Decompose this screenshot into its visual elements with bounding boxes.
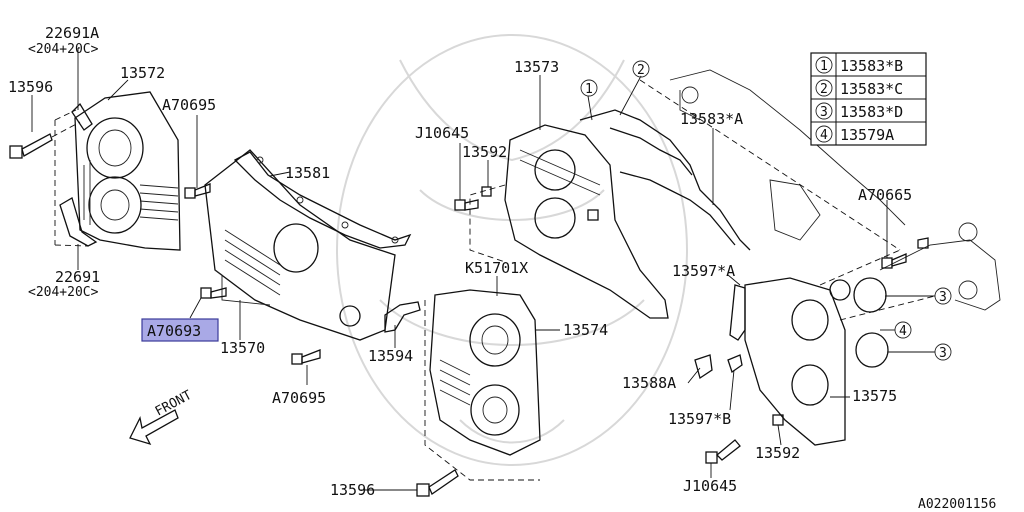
nut-13592-top <box>481 186 492 197</box>
front-arrow <box>129 409 179 446</box>
label-13596-bottom: 13596 <box>330 481 375 499</box>
svg-text:13583*B: 13583*B <box>840 57 903 75</box>
diagram-code: A022001156 <box>918 497 996 512</box>
bolt-j10645-bottom <box>705 439 741 464</box>
label-a70695-top: A70695 <box>162 96 216 114</box>
svg-text:3: 3 <box>820 105 828 120</box>
bolt-a70695-bottom <box>291 349 321 365</box>
label-13583a: 13583*A <box>680 110 743 128</box>
svg-text:1: 1 <box>820 59 828 74</box>
label-13575: 13575 <box>852 387 897 405</box>
engine-block-outline <box>639 69 906 251</box>
callout-circles: 1 2 3 4 3 <box>580 60 952 361</box>
callout-1: 1 <box>580 79 598 97</box>
callout-4: 4 <box>894 321 912 339</box>
callout-3a: 3 <box>934 287 952 305</box>
svg-text:3: 3 <box>939 346 947 361</box>
svg-text:2: 2 <box>637 63 645 78</box>
svg-text:2: 2 <box>820 82 828 97</box>
legend-row-3: 3 13583*D <box>815 102 903 121</box>
label-13573: 13573 <box>514 58 559 76</box>
label-a70665: A70665 <box>858 186 912 204</box>
label-j10645-top: J10645 <box>415 124 469 142</box>
label-a70693: A70693 <box>147 322 201 340</box>
svg-text:3: 3 <box>939 290 947 305</box>
gasket-13594 <box>384 301 421 333</box>
highlight-a70693[interactable]: A70693 <box>141 318 219 342</box>
legend-table: 1 13583*B 2 13583*C 3 13583*D 4 13579A <box>810 52 927 146</box>
bracket-13588a <box>694 354 713 380</box>
seal-22691a <box>71 102 93 131</box>
label-22691a-sub: <204+20C> <box>28 42 99 57</box>
label-22691: 22691 <box>55 268 100 286</box>
label-j10645-bottom: J10645 <box>683 477 737 495</box>
label-13592-bottom: 13592 <box>755 444 800 462</box>
engine-right-outline <box>879 222 1001 311</box>
label-13572: 13572 <box>120 64 165 82</box>
label-22691-sub: <204+20C> <box>28 285 99 300</box>
gaskets-13583 <box>579 109 751 251</box>
svg-text:4: 4 <box>899 324 907 339</box>
label-13581: 13581 <box>285 164 330 182</box>
svg-text:4: 4 <box>820 128 828 143</box>
gasket-13597a <box>729 284 746 341</box>
label-13574: 13574 <box>563 321 608 339</box>
cover-13574 <box>429 289 541 456</box>
label-13592-top: 13592 <box>462 143 507 161</box>
label-k51701x: K51701X <box>465 259 528 277</box>
seal-22691 <box>59 197 98 247</box>
cover-13575 <box>744 277 846 446</box>
label-13596-top: 13596 <box>8 78 53 96</box>
svg-text:1: 1 <box>585 82 593 97</box>
label-13594: 13594 <box>368 347 413 365</box>
legend-row-2: 2 13583*C <box>815 79 903 98</box>
label-13597b: 13597*B <box>668 410 731 428</box>
label-22691a: 22691A <box>45 24 99 42</box>
gasket-13581 <box>233 151 412 249</box>
cover-13572 <box>74 91 181 251</box>
label-front: FRONT <box>153 388 195 420</box>
svg-text:13579A: 13579A <box>840 126 894 144</box>
label-a70695-bottom: A70695 <box>272 389 326 407</box>
watermark-emblem <box>336 34 688 466</box>
bolt-13596-bottom <box>416 469 459 497</box>
label-13597a: 13597*A <box>672 262 735 280</box>
gasket-13597b <box>727 354 743 374</box>
legend-row-4: 4 13579A <box>815 125 894 144</box>
svg-text:13583*C: 13583*C <box>840 80 903 98</box>
callout-2: 2 <box>632 60 650 78</box>
seals-13583d-13579a <box>829 277 889 368</box>
label-13588a: 13588A <box>622 374 676 392</box>
callout-3b: 3 <box>934 343 952 361</box>
bolt-13596-top <box>9 121 81 159</box>
cover-13573 <box>504 124 669 319</box>
svg-text:13583*D: 13583*D <box>840 103 903 121</box>
label-13570: 13570 <box>220 339 265 357</box>
bolt-a70693 <box>200 287 227 299</box>
legend-row-1: 1 13583*B <box>815 56 903 75</box>
leader-lines <box>31 48 935 491</box>
bolt-a70665 <box>881 237 929 269</box>
highlight-box <box>141 318 219 342</box>
bolt-j10645-top <box>454 199 479 211</box>
